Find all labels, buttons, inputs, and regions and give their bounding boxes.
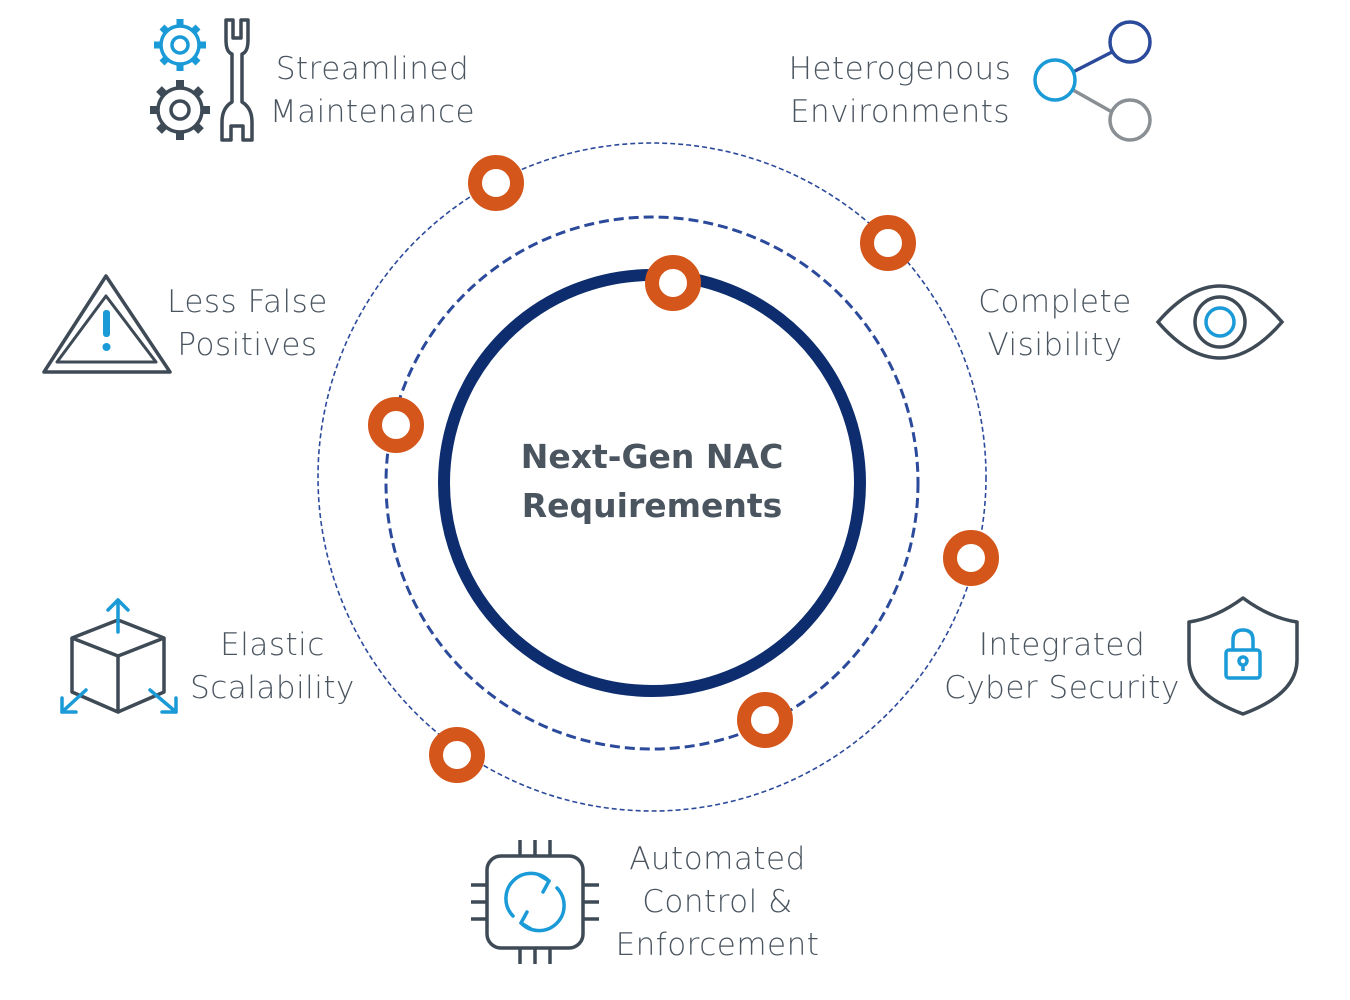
orbit-node xyxy=(468,155,524,211)
label-automated-control: Automated Control & Enforcement xyxy=(615,841,820,963)
label-complete-visibility: Complete Visibility xyxy=(978,284,1132,363)
center-title-line: Requirements xyxy=(521,486,783,525)
share-nodes-icon xyxy=(1033,20,1152,142)
label-less-false-positives: Less False Positives xyxy=(167,284,328,363)
eye-icon xyxy=(1155,284,1285,360)
gears-wrench-icon xyxy=(150,18,254,142)
center-title: Next-Gen NAC Requirements xyxy=(452,432,852,530)
shield-lock-icon xyxy=(1187,596,1299,716)
label-elastic-scalability: Elastic Scalability xyxy=(190,627,355,706)
orbit-nodes xyxy=(368,155,999,783)
expanding-cube-icon xyxy=(60,598,178,714)
outer-orbit-ring xyxy=(317,142,987,812)
warning-triangle-icon xyxy=(42,274,172,374)
orbit-node xyxy=(645,255,701,311)
chip-refresh-icon xyxy=(471,840,599,964)
orbit-node xyxy=(429,727,485,783)
orbit-node xyxy=(368,397,424,453)
label-heterogenous-environments: Heterogenous Environments xyxy=(788,51,1012,130)
label-streamlined-maintenance: Streamlined Maintenance xyxy=(269,51,476,130)
label-integrated-cyber-security: Integrated Cyber Security xyxy=(944,627,1180,706)
orbit-node xyxy=(737,692,793,748)
center-title-line: Next-Gen NAC xyxy=(520,437,784,476)
orbit-node xyxy=(860,215,916,271)
orbit-node xyxy=(943,530,999,586)
middle-orbit-ring xyxy=(384,215,920,751)
